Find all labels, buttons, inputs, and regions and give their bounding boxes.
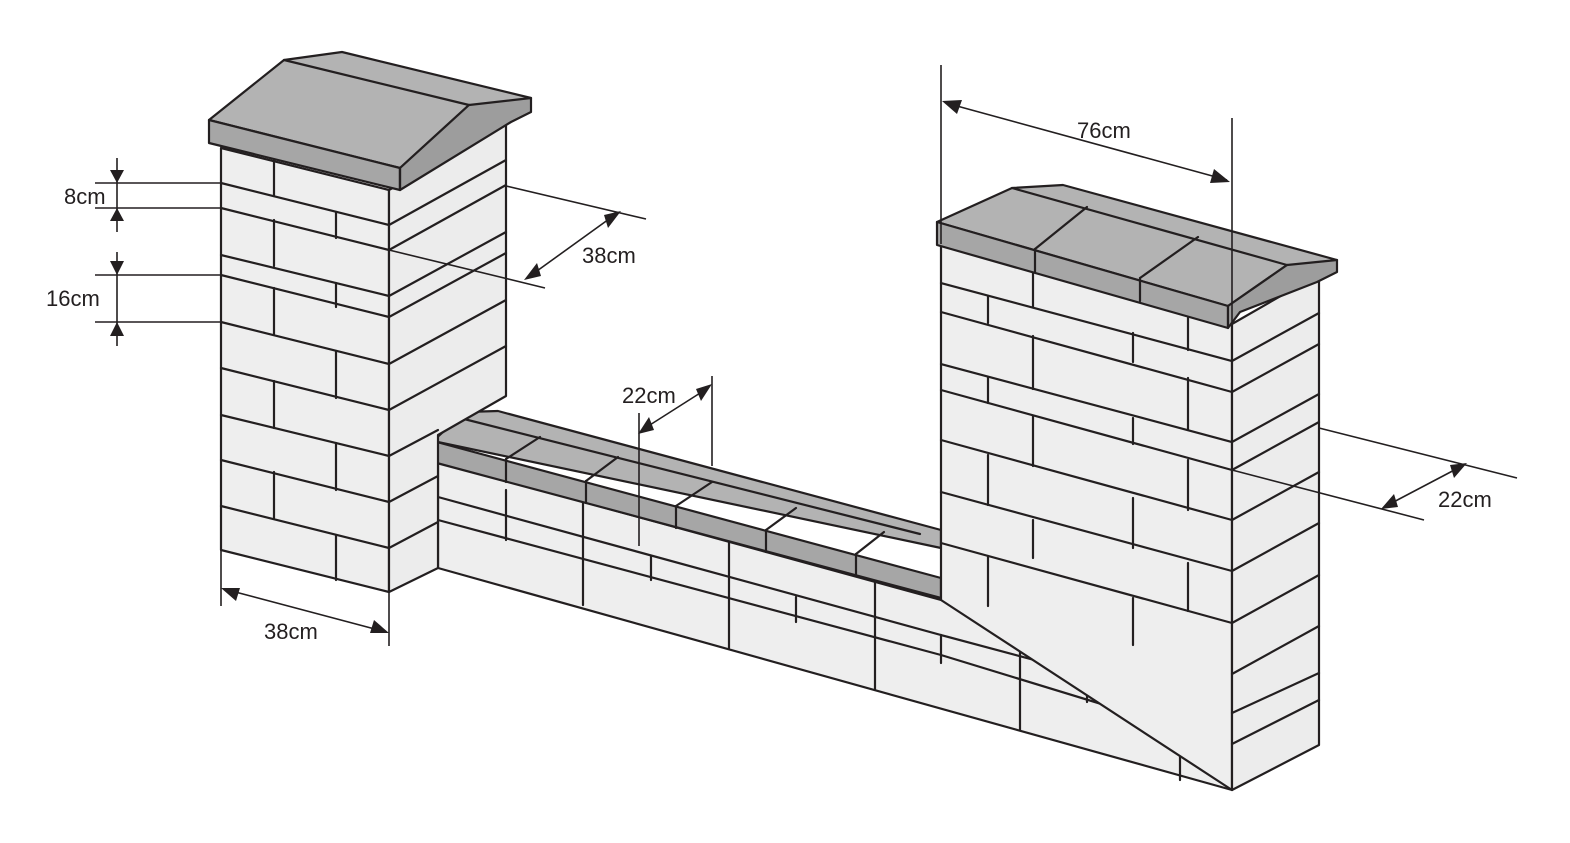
right-pillar [935, 183, 1339, 792]
label-22cm-right: 22cm [1438, 487, 1492, 512]
left-pillar-courses [219, 158, 508, 582]
right-pillar-cap [935, 183, 1339, 330]
left-pillar-cap [207, 50, 533, 192]
label-38cm-width: 38cm [264, 619, 318, 644]
label-16cm: 16cm [46, 286, 100, 311]
dimension-course-height: 16cm [46, 252, 221, 346]
dimension-right-wall-depth: 22cm [1231, 427, 1518, 521]
dimension-block-height: 8cm [64, 158, 221, 232]
label-22cm-low-wall: 22cm [622, 383, 676, 408]
label-38cm-depth: 38cm [582, 243, 636, 268]
low-wall-courses [436, 488, 1234, 782]
right-pillar-courses [939, 266, 1321, 746]
label-76cm: 76cm [1077, 118, 1131, 143]
dimension-low-wall-depth: 22cm [622, 376, 713, 546]
label-8cm: 8cm [64, 184, 106, 209]
left-pillar [207, 50, 533, 594]
dimension-left-pillar-depth: 38cm [388, 185, 647, 289]
dimension-right-pillar-width: 76cm [940, 65, 1233, 330]
dimension-left-pillar-width: 38cm [220, 550, 390, 646]
low-wall [431, 409, 1234, 792]
